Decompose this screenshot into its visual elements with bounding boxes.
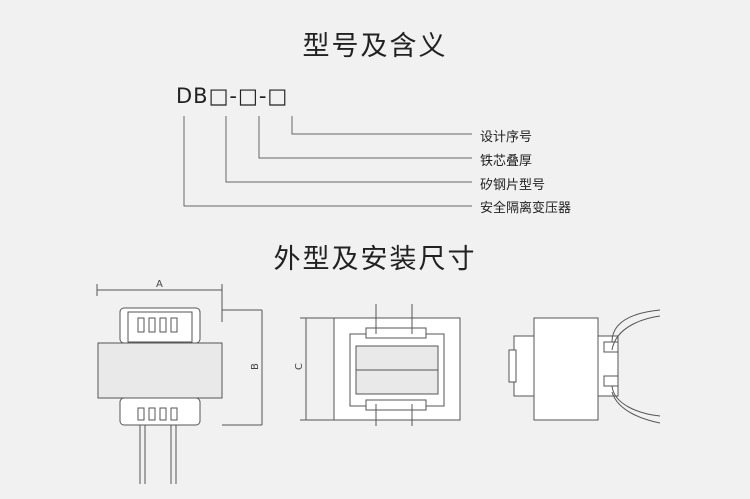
dimensions-title: 外型及安装尺寸	[273, 244, 477, 275]
side-view	[300, 304, 461, 426]
legend-core-thickness: 铁芯叠厚	[480, 154, 533, 169]
legend-design-serial: 设计序号	[480, 130, 533, 145]
legend-safety-isolation-transformer: 安全隔离变压器	[480, 201, 572, 216]
lead-wire-1	[611, 309, 661, 343]
leader-design-serial	[291, 116, 472, 135]
right-left-lug	[513, 335, 535, 397]
leader-safety-isolation	[183, 116, 472, 207]
lead-wire-2	[611, 385, 661, 417]
coil-front	[97, 342, 223, 399]
leader-core-thickness	[258, 116, 472, 159]
right-core	[533, 317, 599, 421]
bracket-top	[365, 327, 427, 339]
legend-leader-lines	[183, 116, 472, 207]
legend-silicon-steel-type: 矽钢片型号	[480, 178, 546, 193]
model-meaning-title: 型号及含义	[302, 31, 448, 62]
bottom-slots	[137, 407, 178, 421]
top-slots	[137, 317, 178, 333]
bracket-bottom	[365, 399, 427, 411]
front-view	[96, 284, 263, 484]
leader-silicon-steel-type	[225, 116, 472, 183]
right-view	[508, 309, 661, 424]
model-code: DB□-□-□	[176, 84, 289, 108]
dimension-label-a: A	[156, 279, 163, 290]
